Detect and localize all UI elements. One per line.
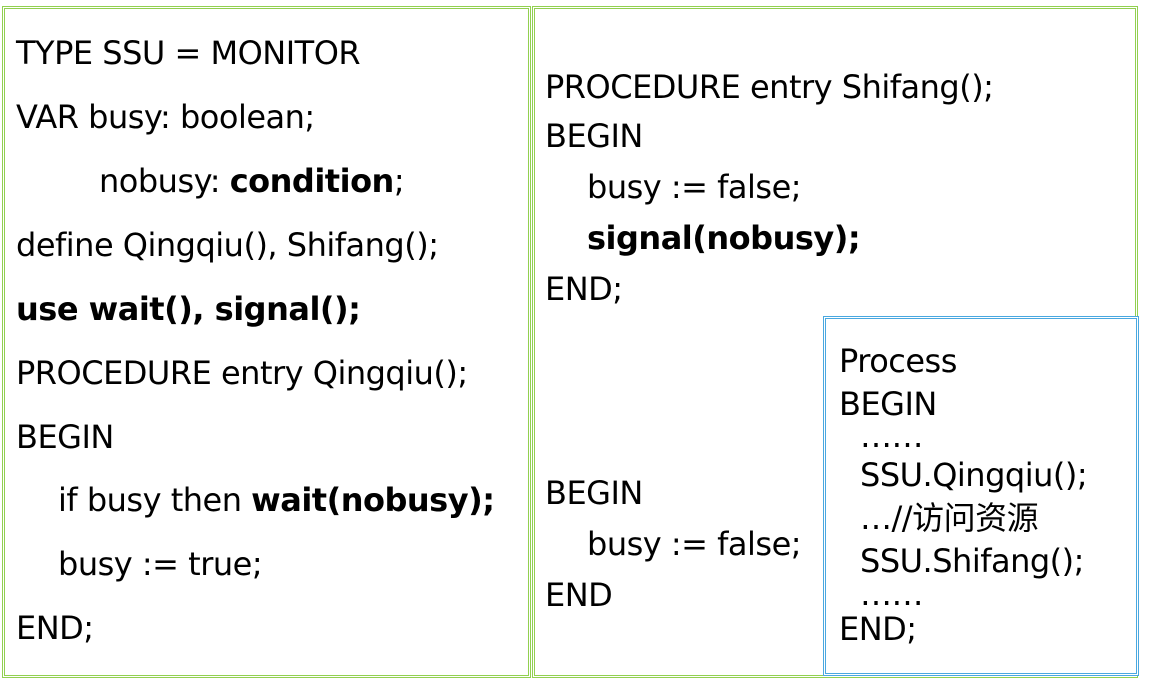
use-line: use wait(), signal();: [16, 290, 361, 328]
init-begin-line: BEGIN: [545, 474, 643, 512]
qingqiu-end-line: END;: [16, 609, 94, 647]
process-end-line: END;: [839, 610, 917, 648]
busy-false-line: busy := false;: [587, 168, 802, 206]
var-busy-line: VAR busy: boolean;: [16, 98, 315, 136]
process-qingqiu-call: SSU.Qingqiu();: [860, 456, 1088, 494]
shifang-begin-line: BEGIN: [545, 117, 643, 155]
process-ellipsis-top: ……: [860, 417, 924, 455]
if-busy-line: if busy then wait(nobusy);: [58, 481, 495, 519]
process-ellipsis-bottom: ……: [860, 575, 924, 613]
process-title-line: Process: [839, 342, 957, 380]
shifang-end-line: END;: [545, 270, 623, 308]
monitor-definition-panel: [2, 6, 531, 678]
process-usage-panel: [823, 316, 1139, 676]
init-busy-false-line: busy := false;: [587, 525, 802, 563]
wait-nobusy-call: wait(nobusy);: [251, 481, 495, 519]
define-line: define Qingqiu(), Shifang();: [16, 226, 439, 264]
procedure-qingqiu-line: PROCEDURE entry Qingqiu();: [16, 354, 468, 392]
var-nobusy-line: nobusy: condition;: [99, 162, 405, 200]
busy-true-line: busy := true;: [58, 545, 263, 583]
process-begin-line: BEGIN: [839, 385, 937, 423]
process-shifang-call: SSU.Shifang();: [860, 542, 1084, 580]
signal-nobusy-line: signal(nobusy);: [587, 219, 861, 257]
init-end-line: END: [545, 576, 613, 614]
type-declaration-line: TYPE SSU = MONITOR: [16, 34, 361, 72]
qingqiu-begin-line: BEGIN: [16, 418, 114, 456]
procedure-shifang-line: PROCEDURE entry Shifang();: [545, 68, 994, 106]
condition-keyword: condition: [229, 162, 395, 200]
process-access-resource-line: …//访问资源: [860, 499, 1039, 537]
